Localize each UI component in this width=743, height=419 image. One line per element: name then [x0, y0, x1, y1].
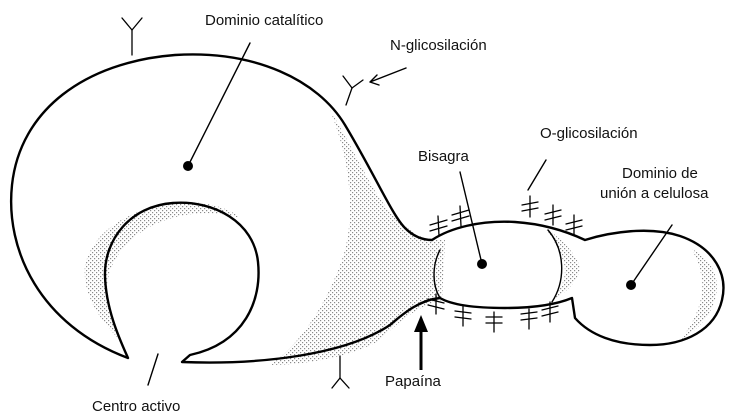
n-glycosylation-arrow [370, 68, 406, 85]
binding-end-shading [680, 248, 717, 340]
junction-shading [545, 228, 580, 300]
active-center-leader-line [148, 354, 158, 385]
o-glycosylation-leader-line [528, 160, 546, 190]
n-glycan-right-icon [343, 76, 363, 105]
label-active-center: Centro activo [92, 398, 180, 415]
n-glycan-top-icon [122, 18, 142, 55]
label-binding-domain-line2: unión a celulosa [600, 185, 709, 202]
stippled-shading [85, 110, 717, 365]
label-o-glycosylation: O-glicosilación [540, 125, 638, 142]
label-hinge: Bisagra [418, 148, 470, 165]
binding-domain-leader-line [631, 225, 672, 285]
cleft-shading [85, 202, 240, 340]
label-catalytic-domain: Dominio catalítico [205, 12, 323, 29]
catalytic-leader-line [188, 43, 250, 166]
o-glycan-markers-bottom [428, 294, 558, 332]
papain-arrow-icon [414, 315, 428, 370]
label-binding-domain-line1: Dominio de [622, 165, 698, 182]
label-n-glycosylation: N-glicosilación [390, 37, 487, 54]
label-papain: Papaína [385, 373, 442, 390]
n-glycan-bottom-icon [332, 356, 349, 388]
